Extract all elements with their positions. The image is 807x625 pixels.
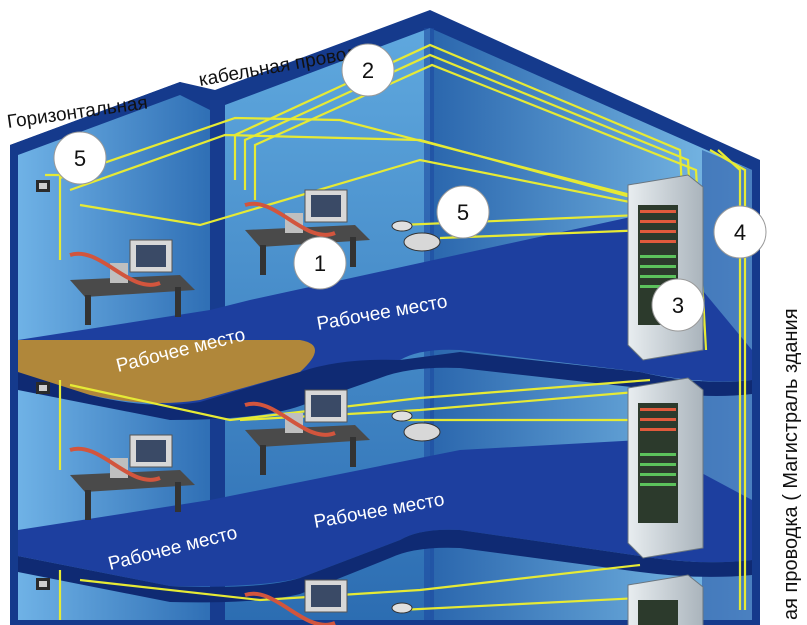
server-rack-icon [627, 574, 704, 625]
consolidation-point-icon [391, 602, 413, 614]
marker-3: 3 [651, 278, 705, 332]
wall-outlet-icon [36, 180, 50, 192]
workstation-icon [244, 389, 370, 475]
consolidation-point-icon [391, 220, 441, 252]
wall-outlet-icon [36, 382, 50, 394]
wall-outlet-icon [36, 578, 50, 590]
server-rack-icon [627, 174, 704, 361]
svg-text:1: 1 [314, 251, 326, 276]
workstation-icon [244, 189, 370, 275]
marker-4: 4 [713, 205, 767, 259]
marker-5-right: 5 [436, 185, 490, 239]
workstation-icon [69, 434, 195, 520]
consolidation-point-icon [391, 410, 441, 442]
svg-text:5: 5 [74, 146, 86, 171]
marker-2: 2 [341, 43, 395, 97]
svg-text:2: 2 [362, 58, 374, 83]
server-rack-icon [627, 377, 704, 559]
marker-1: 1 [293, 236, 347, 290]
floor-2 [18, 440, 752, 603]
vertical-cabling-label: ая проводка ( Магистраль здания [780, 308, 802, 620]
svg-text:3: 3 [672, 293, 684, 318]
workstation-icon [244, 579, 348, 625]
svg-text:5: 5 [457, 200, 469, 225]
marker-5-left: 5 [53, 131, 107, 185]
workstation-icon [69, 239, 195, 325]
floor-1 [18, 215, 752, 420]
svg-text:4: 4 [734, 220, 746, 245]
